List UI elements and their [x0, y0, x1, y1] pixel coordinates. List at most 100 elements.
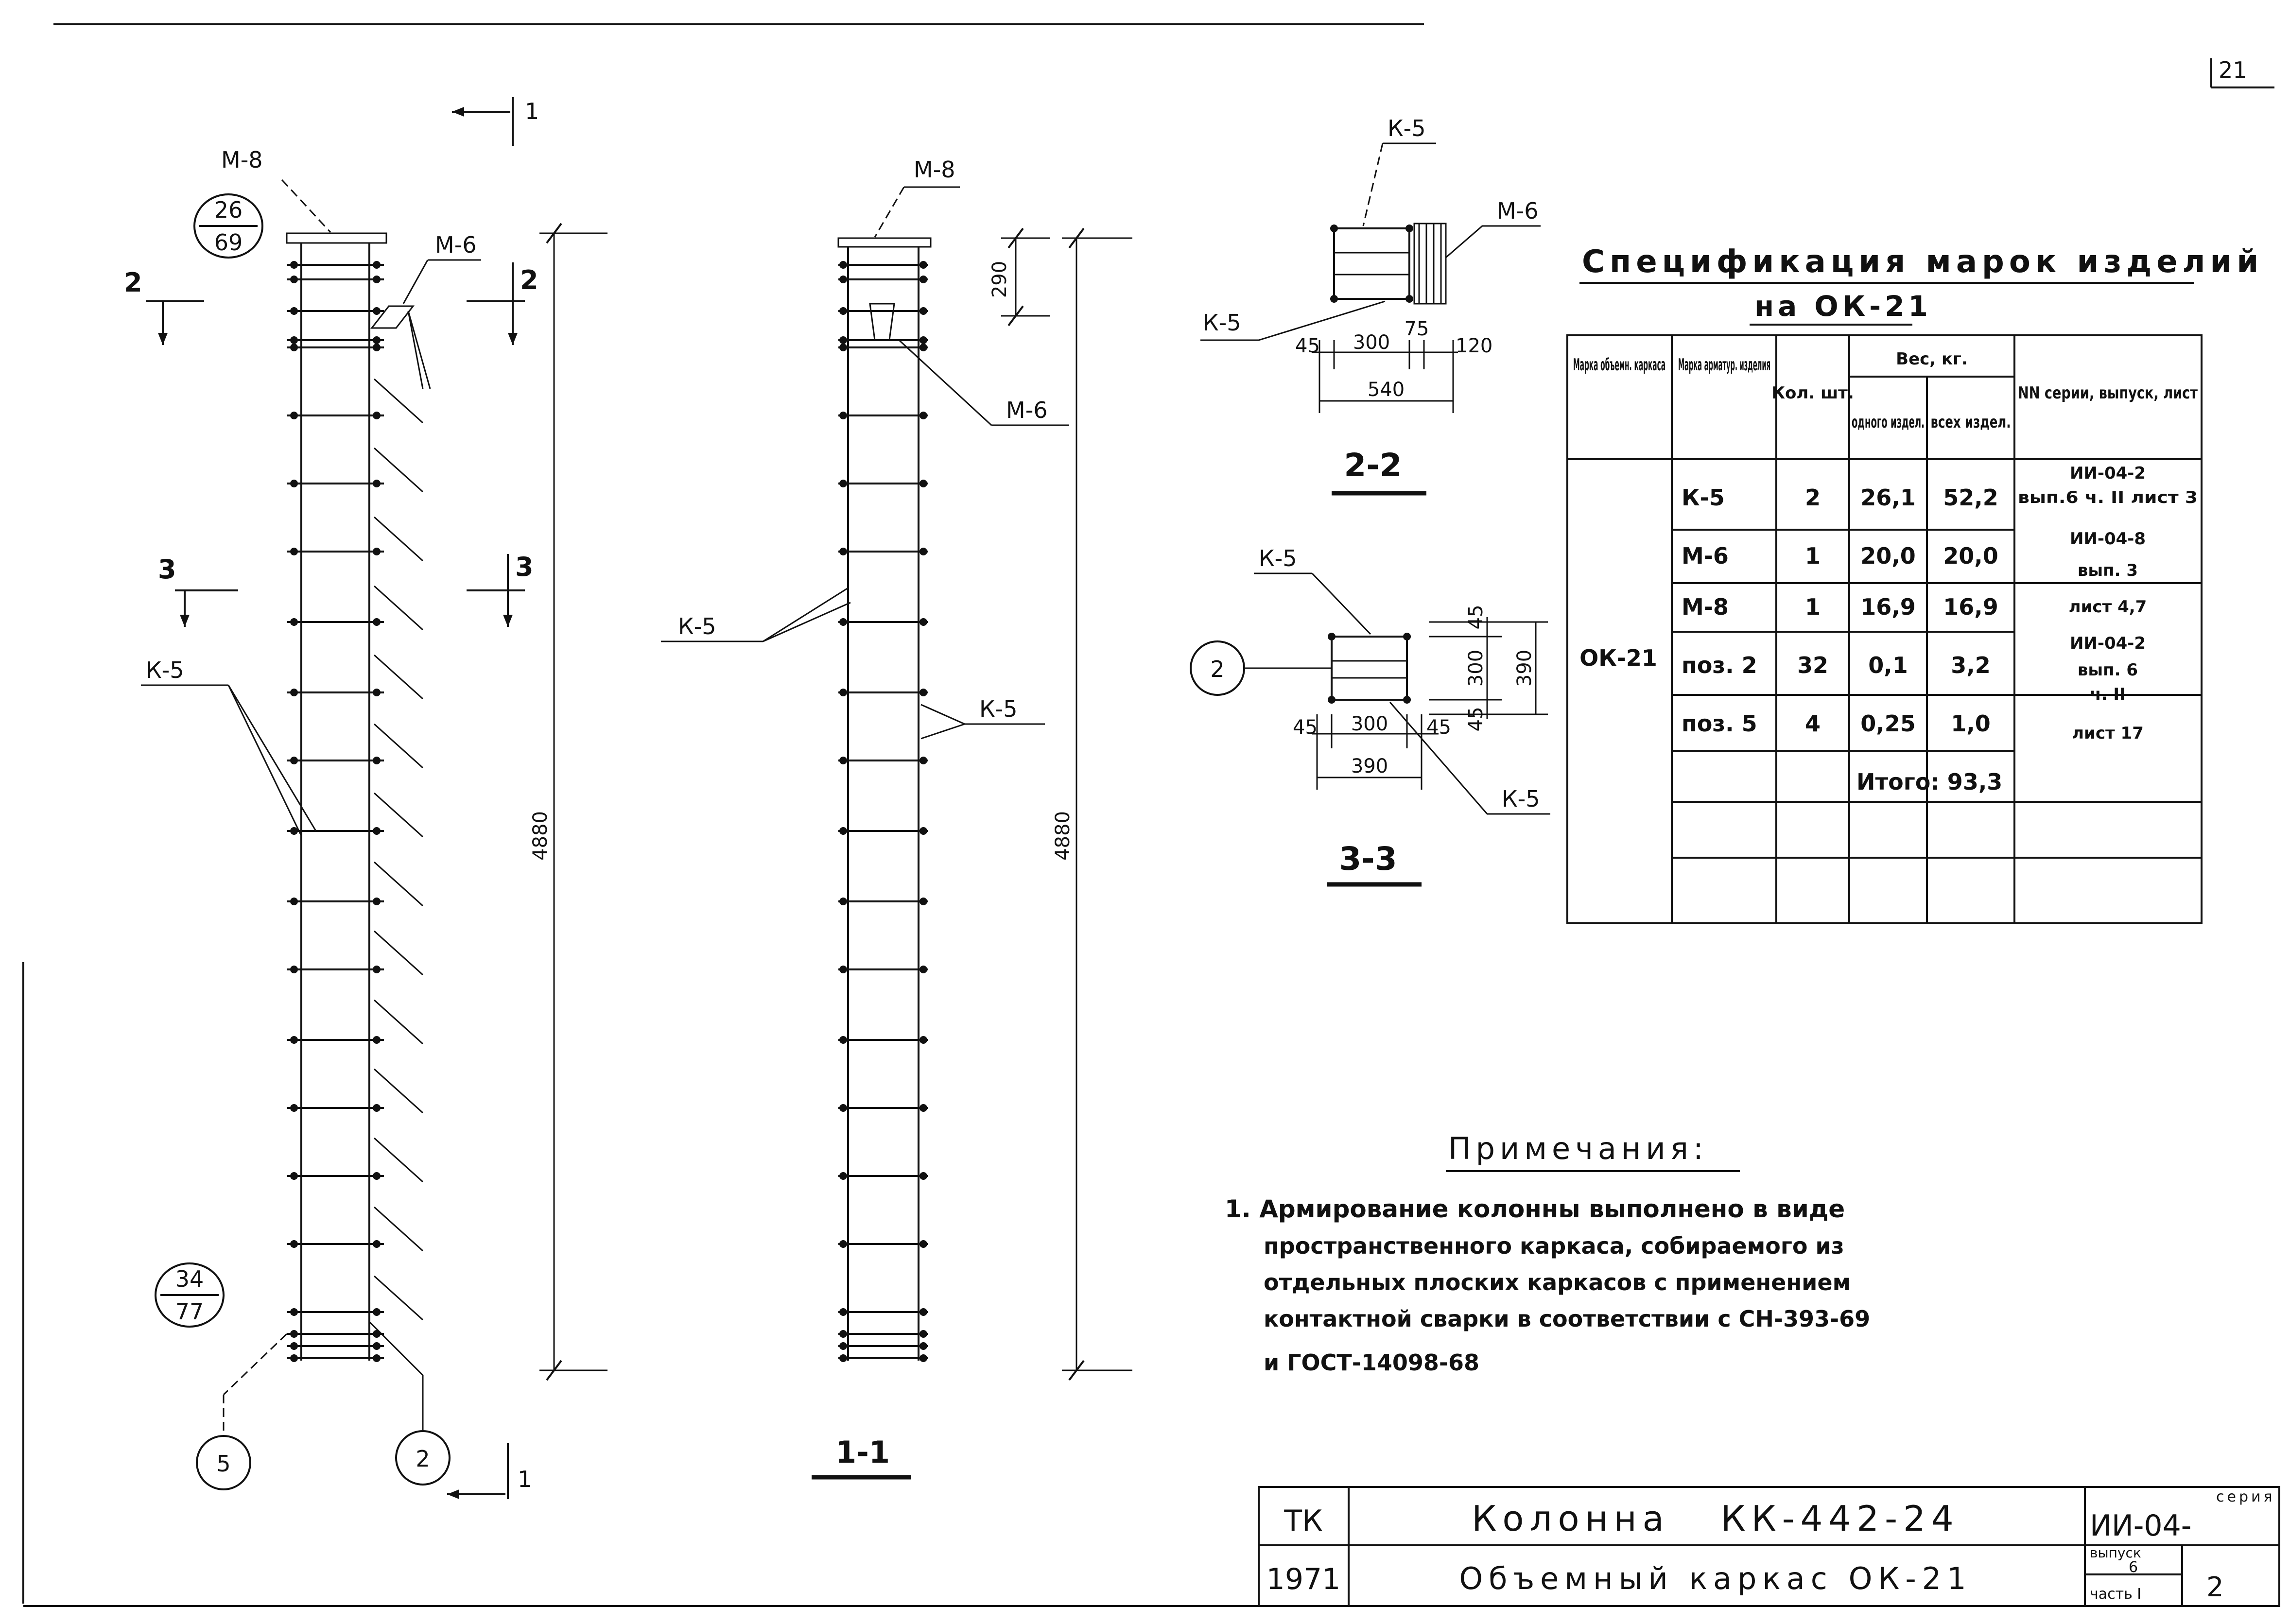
tb-series: ИИ-04- — [2090, 1509, 2191, 1543]
row4-mark: поз. 2 — [1682, 652, 1757, 678]
bar-dot — [839, 1172, 847, 1180]
bar-dot — [919, 898, 927, 905]
dim-290: 290 — [989, 261, 1011, 298]
bar-dot — [919, 261, 927, 269]
ref-circle-bottom — [155, 1262, 225, 1328]
ref-circle-top — [193, 193, 263, 259]
label-m6-s11: М-6 — [1006, 397, 1048, 423]
row5-all: 1,0 — [1951, 710, 1991, 737]
section-2-2: К-5 М-6 К-5 45 300 75 120 540 2-2 — [1200, 115, 1541, 496]
dim33-v-45a: 45 — [1465, 605, 1487, 630]
bar-dot — [919, 1240, 927, 1248]
series-ref-3b: вып. 6 — [2078, 660, 2138, 680]
dim22-120: 120 — [1456, 335, 1492, 357]
bar-dot — [839, 898, 847, 905]
section-3-3: К-5 2 К-5 45 300 45 390 45 300 45 390 — [1190, 545, 1550, 887]
sheet-corner-number: 21 — [2219, 57, 2247, 83]
plate-m8 — [286, 232, 387, 244]
row2-qty: 1 — [1805, 543, 1821, 569]
bar-dot — [373, 689, 381, 696]
bar-dot — [919, 307, 927, 315]
bar-dot — [839, 757, 847, 764]
plate-m6 — [370, 305, 415, 329]
section-1-1-title: 1-1 — [835, 1434, 890, 1470]
bar-dot — [373, 1036, 381, 1044]
plate-m8-s11 — [837, 237, 932, 248]
row5-one: 0,25 — [1860, 710, 1916, 737]
spec-table: Спецификация марок изделий на ОК-21 Марк… — [1566, 244, 2258, 924]
bar-dot — [839, 966, 847, 973]
callout-2-text: 2 — [416, 1446, 430, 1472]
bar-dot — [919, 480, 927, 487]
hdr-frame-mark: Марка объемн. каркаса — [1573, 355, 1665, 375]
bar-dot — [919, 618, 927, 626]
bar-dot — [839, 276, 847, 283]
bar-dot — [373, 1308, 381, 1316]
dim33-h-300: 300 — [1351, 713, 1388, 735]
bar-dot — [290, 1354, 298, 1362]
hatch-line — [373, 1068, 424, 1114]
row4-one: 0,1 — [1868, 652, 1908, 678]
tb-part: часть I — [2090, 1586, 2141, 1603]
dim-height-s11: 4880 — [1052, 811, 1074, 861]
spec-row: К-5 2 26,1 52,2 — [1682, 484, 1998, 511]
row1-one: 26,1 — [1860, 484, 1916, 511]
row5-qty: 4 — [1805, 710, 1821, 737]
hatch-line — [373, 378, 424, 424]
ref-top-den: 69 — [214, 229, 243, 256]
bar-dot — [919, 1172, 927, 1180]
bar-dot — [290, 618, 298, 626]
hatch-line — [373, 861, 424, 907]
bar-dot — [373, 276, 381, 283]
dim22-45: 45 — [1295, 335, 1320, 357]
series-ref-1b: вып.6 ч. II лист 3 — [2018, 488, 2198, 507]
label-k5-s11-left: К-5 — [678, 613, 716, 639]
spec-subtitle: на ОК-21 — [1754, 290, 1932, 323]
bar-dot — [919, 966, 927, 973]
row2-all: 20,0 — [1943, 543, 1998, 569]
row3-qty: 1 — [1805, 594, 1821, 620]
hatch-line — [373, 447, 424, 493]
dim-height-elevation: 4880 — [529, 811, 552, 861]
dim33-v-45b: 45 — [1465, 707, 1487, 732]
tb-org: ТК — [1284, 1504, 1322, 1538]
section-3-3-title: 3-3 — [1339, 840, 1397, 878]
label-k5-s11-right: К-5 — [979, 696, 1018, 722]
label-m8: М-8 — [221, 147, 263, 173]
note-line-4: контактной сварки в соответствии с СН-39… — [1264, 1306, 1870, 1332]
dim33-v-300: 300 — [1465, 650, 1487, 687]
bar-dot — [373, 412, 381, 419]
dim33-h-390: 390 — [1351, 755, 1388, 777]
section-mark-3-right: 3 — [515, 552, 534, 582]
bar-dot — [839, 336, 847, 344]
bar-dot — [290, 336, 298, 344]
bar-dot — [373, 1240, 381, 1248]
bar-dot — [919, 1354, 927, 1362]
bar-dot — [839, 261, 847, 269]
bar-dot — [290, 827, 298, 835]
bar-dot — [919, 548, 927, 555]
bar-dot — [290, 344, 298, 351]
ref-bottom-num: 34 — [175, 1266, 204, 1292]
hatch-line — [373, 1206, 424, 1252]
hdr-weight-all: всех издел. — [1931, 413, 2011, 432]
row3-mark: М-8 — [1682, 594, 1729, 620]
bar-dot — [373, 1172, 381, 1180]
tb-series-label: серия — [2216, 1488, 2275, 1505]
bar-dot — [373, 618, 381, 626]
frame-ok21: ОК-21 — [1579, 645, 1657, 671]
series-ref-3d: лист 17 — [2072, 724, 2144, 743]
dim22-300: 300 — [1353, 331, 1390, 354]
dim22-75: 75 — [1405, 318, 1429, 340]
section33-frame — [1331, 636, 1408, 701]
hatch-line — [373, 654, 424, 700]
bar-dot — [290, 966, 298, 973]
tb-year: 1971 — [1266, 1562, 1341, 1596]
bar-dot — [919, 1330, 927, 1338]
bar-dot — [373, 1342, 381, 1350]
hdr-series: NN серии, выпуск, лист — [2018, 383, 2198, 403]
label-m6-s22: М-6 — [1497, 198, 1539, 224]
bar-dot — [290, 261, 298, 269]
row3-all: 16,9 — [1943, 594, 1998, 620]
row2-one: 20,0 — [1860, 543, 1916, 569]
